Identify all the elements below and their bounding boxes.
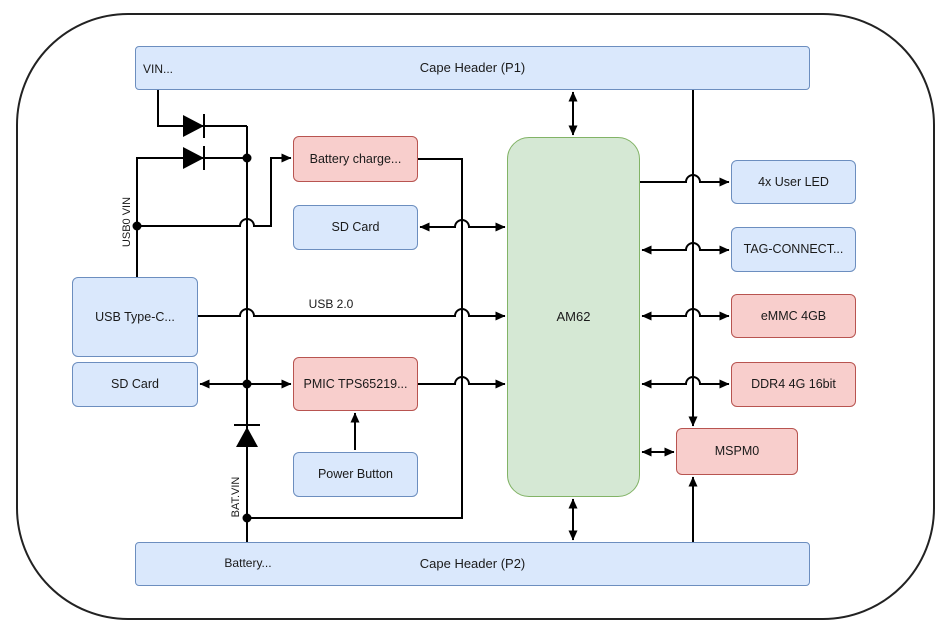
junction-dot (242, 513, 252, 523)
node-am62[interactable]: AM62 (507, 137, 640, 497)
battery-charger-label: Battery charge... (309, 151, 402, 166)
usb2-label: USB 2.0 (308, 297, 354, 311)
node-cape-header-p2[interactable]: Cape Header (P2) (135, 542, 810, 586)
node-sd-card-mid[interactable]: SD Card (293, 205, 418, 250)
sd-card-mid-label: SD Card (331, 220, 380, 235)
edge-am62-led[interactable] (640, 174, 730, 187)
usb-type-c-label: USB Type-C... (95, 309, 175, 324)
emmc-label: eMMC 4GB (760, 308, 827, 323)
node-usb-type-c[interactable]: USB Type-C... (72, 277, 198, 357)
vin-label: VIN... (143, 62, 174, 76)
junction-dot (132, 221, 142, 231)
diode-icon[interactable] (183, 114, 205, 138)
edge-usb0vin-to-charger[interactable] (137, 153, 292, 227)
diode-icon[interactable] (183, 146, 205, 170)
edge-usb2-am62[interactable] (198, 308, 506, 321)
edge-am62-emmc[interactable] (641, 308, 730, 321)
node-mspm0[interactable]: MSPM0 (676, 428, 798, 475)
edge-am62-ddr4[interactable] (641, 376, 730, 389)
edge-pmic-am62[interactable] (418, 376, 506, 389)
sd-card-left-label: SD Card (111, 377, 159, 392)
node-sd-card-left[interactable]: SD Card (72, 362, 198, 407)
edge-vin-to-rail[interactable] (157, 90, 247, 127)
user-led-label: 4x User LED (758, 174, 829, 189)
edge-charger-to-batvin[interactable] (247, 158, 463, 519)
ddr4-label: DDR4 4G 16bit (751, 377, 836, 392)
bat-vin-label: BAT.VIN (230, 476, 242, 518)
edge-usb0vin-to-rail[interactable] (136, 157, 247, 277)
junction-dot (242, 379, 252, 389)
edge-sdmid-am62[interactable] (419, 219, 506, 232)
am62-label: AM62 (556, 308, 591, 324)
node-ddr4[interactable]: DDR4 4G 16bit (731, 362, 856, 407)
mspm0-label: MSPM0 (714, 444, 760, 459)
cape-header-p1-label: Cape Header (P1) (419, 59, 526, 75)
edge-am62-tagconnect[interactable] (641, 242, 730, 255)
usb0-vin-label: USB0 VIN (121, 196, 133, 248)
pmic-label: PMIC TPS65219... (303, 376, 408, 391)
battery-label: Battery... (224, 556, 272, 570)
node-tag-connect[interactable]: TAG-CONNECT... (731, 227, 856, 272)
diode-icon[interactable] (234, 424, 260, 447)
node-pmic[interactable]: PMIC TPS65219... (293, 357, 418, 411)
node-power-button[interactable]: Power Button (293, 452, 418, 497)
cape-header-p2-label: Cape Header (P2) (419, 555, 526, 571)
node-battery-charger[interactable]: Battery charge... (293, 136, 418, 182)
node-emmc[interactable]: eMMC 4GB (731, 294, 856, 338)
node-user-led[interactable]: 4x User LED (731, 160, 856, 204)
board-outline-shape[interactable] (16, 13, 935, 620)
tag-connect-label: TAG-CONNECT... (743, 242, 844, 257)
junction-dot (242, 153, 252, 163)
node-cape-header-p1[interactable]: Cape Header (P1) (135, 46, 810, 90)
power-button-label: Power Button (317, 467, 394, 482)
